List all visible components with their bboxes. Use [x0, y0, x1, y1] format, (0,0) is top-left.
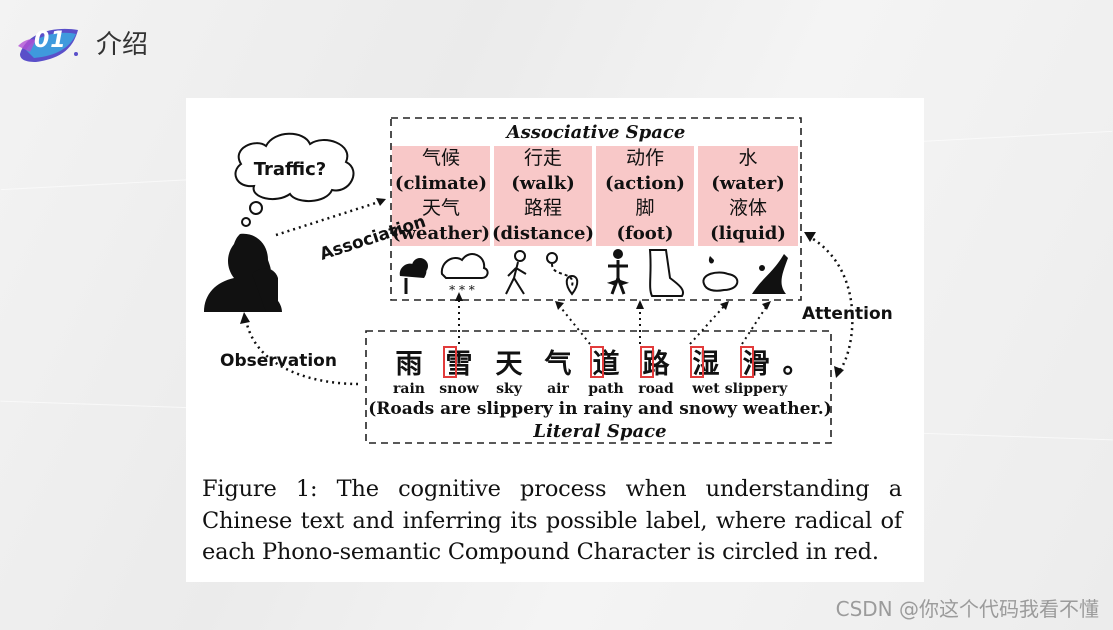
radical-group-text: (weather)	[392, 223, 490, 244]
character-gloss: air	[547, 381, 569, 397]
radical-highlight-box	[640, 346, 654, 378]
radical-group-text: 脚	[635, 197, 654, 219]
icon-row: * * * ◄ ►	[399, 249, 788, 297]
weather-icon	[399, 258, 428, 294]
page-title: 介绍	[96, 30, 149, 60]
chinese-character: 天	[496, 349, 523, 380]
radical-group: 气候 (climate) 天气 (weather)	[392, 146, 490, 246]
radical-highlight-box	[690, 346, 704, 378]
chinese-character: 湿	[693, 349, 720, 380]
character-gloss: path	[588, 381, 624, 397]
snow-cloud-icon: * * *	[440, 253, 489, 297]
chinese-character: 雪	[446, 349, 473, 380]
chinese-character: 滑	[743, 349, 770, 380]
figure-caption: Figure 1: The cognitive process when und…	[202, 476, 902, 565]
foot-icon	[648, 249, 684, 297]
chinese-character: 。	[783, 349, 810, 380]
radical-group-text: (distance)	[492, 223, 594, 244]
radical-group: 水 (water) 液体 (liquid)	[698, 146, 798, 246]
translation-text: (Roads are slippery in rainy and snowy w…	[368, 399, 832, 419]
thought-bubble-icon	[234, 132, 355, 227]
figure-card: Associative Space 气候 (climate) 天气 (weather)…	[186, 98, 924, 582]
radical-group-text: 动作	[626, 147, 664, 169]
character-gloss: slippery	[725, 381, 788, 397]
watermark: CSDN @你这个代码我看不懂	[835, 597, 1099, 621]
radical-group-text: (water)	[711, 173, 784, 194]
radical-group-text: (foot)	[616, 223, 673, 244]
radical-group-text: 水	[738, 147, 757, 169]
chinese-character: 雨	[396, 349, 423, 380]
walking-person-icon	[505, 250, 527, 295]
associative-space-label: Associative Space	[505, 122, 686, 143]
section-badge-icon	[18, 28, 78, 62]
svg-text:◄ ►: ◄ ►	[607, 275, 630, 289]
radical-groups: 气候 (climate) 天气 (weather) 行走 (walk) 路程 (distanc…	[392, 146, 798, 246]
chinese-character: 路	[643, 348, 671, 380]
literal-space-label: Literal Space	[532, 421, 666, 442]
radical-group-text: (liquid)	[710, 223, 786, 244]
chinese-character: 气	[544, 349, 572, 380]
person-arrows-icon: ◄ ►	[607, 249, 630, 295]
character-gloss: snow	[439, 381, 479, 397]
associative-space-box	[390, 117, 802, 301]
radical-group-text: (action)	[605, 173, 685, 194]
radical-group-text: (walk)	[511, 173, 575, 194]
radical-group-text: 路程	[524, 197, 562, 219]
character-gloss: rain	[393, 381, 425, 397]
thinking-person-icon	[204, 233, 282, 312]
character-item: 。	[783, 349, 810, 380]
thought-text: Traffic?	[254, 159, 327, 180]
radical-group: 行走 (walk) 路程 (distance)	[492, 146, 594, 246]
character-gloss: wet	[691, 381, 720, 397]
radical-highlight-box	[443, 346, 457, 378]
literal-space-box	[365, 330, 832, 444]
radical-highlight-box	[740, 346, 754, 378]
radical-group: 动作 (action) 脚 (foot)	[596, 146, 694, 246]
attention-arrow	[807, 234, 854, 371]
radical-highlight-box	[590, 346, 604, 378]
observation-label: Observation	[220, 351, 337, 371]
character-gloss: road	[638, 381, 674, 397]
splash-icon	[752, 254, 788, 294]
section-number: 01	[34, 28, 67, 53]
route-pin-icon	[546, 252, 579, 296]
character-gloss: sky	[496, 381, 523, 397]
radical-group-text: 天气	[422, 197, 460, 219]
radical-group-text: 液体	[729, 197, 767, 219]
radical-group-text: (climate)	[395, 173, 487, 194]
puddle-icon	[702, 256, 739, 292]
svg-text:* * *: * * *	[449, 283, 475, 297]
attention-label: Attention	[802, 304, 893, 324]
chinese-character: 道	[593, 348, 620, 380]
radical-group-text: 行走	[524, 147, 562, 169]
radical-group-text: 气候	[422, 147, 460, 169]
character-row: 雨rain雪snow天sky气air道path路road湿wet滑slipper…	[393, 346, 810, 397]
cognitive-process-diagram: Associative Space 气候 (climate) 天气 (weather)…	[204, 117, 893, 444]
association-arrow	[275, 199, 383, 237]
radical-to-icon-links	[458, 296, 769, 345]
